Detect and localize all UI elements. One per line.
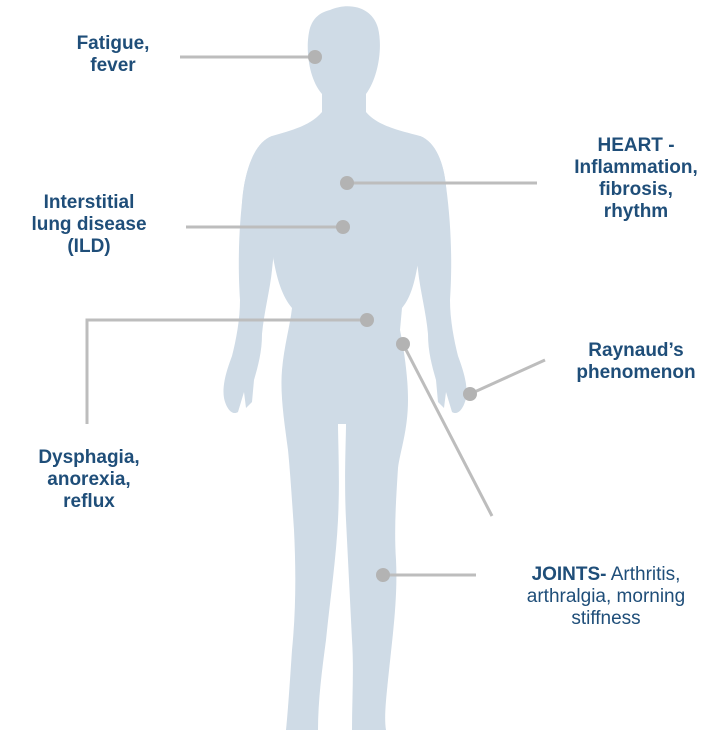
joints-heading: JOINTS- [532, 564, 607, 585]
leader-line-raynaud [470, 360, 545, 394]
dot-heart [340, 176, 354, 190]
label-fatigue: Fatigue, fever [48, 33, 178, 77]
joints-text-3: stiffness [494, 608, 718, 630]
human-body-silhouette [223, 6, 466, 730]
label-joints: JOINTS- Arthritis, arthralgia, morning s… [494, 564, 718, 630]
joints-text-2: arthralgia, morning [494, 586, 718, 608]
dot-knee [376, 568, 390, 582]
label-raynaud: Raynaud’s phenomenon [556, 340, 716, 384]
joints-text-1: Arthritis, [607, 564, 681, 585]
dot-esophagus [360, 313, 374, 327]
dot-lung [336, 220, 350, 234]
label-heart: HEART - Inflammation, fibrosis, rhythm [556, 135, 716, 223]
dot-abdomen [396, 337, 410, 351]
dot-head [308, 50, 322, 64]
label-ild: Interstitial lung disease (ILD) [4, 192, 174, 258]
label-dysphagia: Dysphagia, anorexia, reflux [14, 447, 164, 513]
dot-hand [463, 387, 477, 401]
